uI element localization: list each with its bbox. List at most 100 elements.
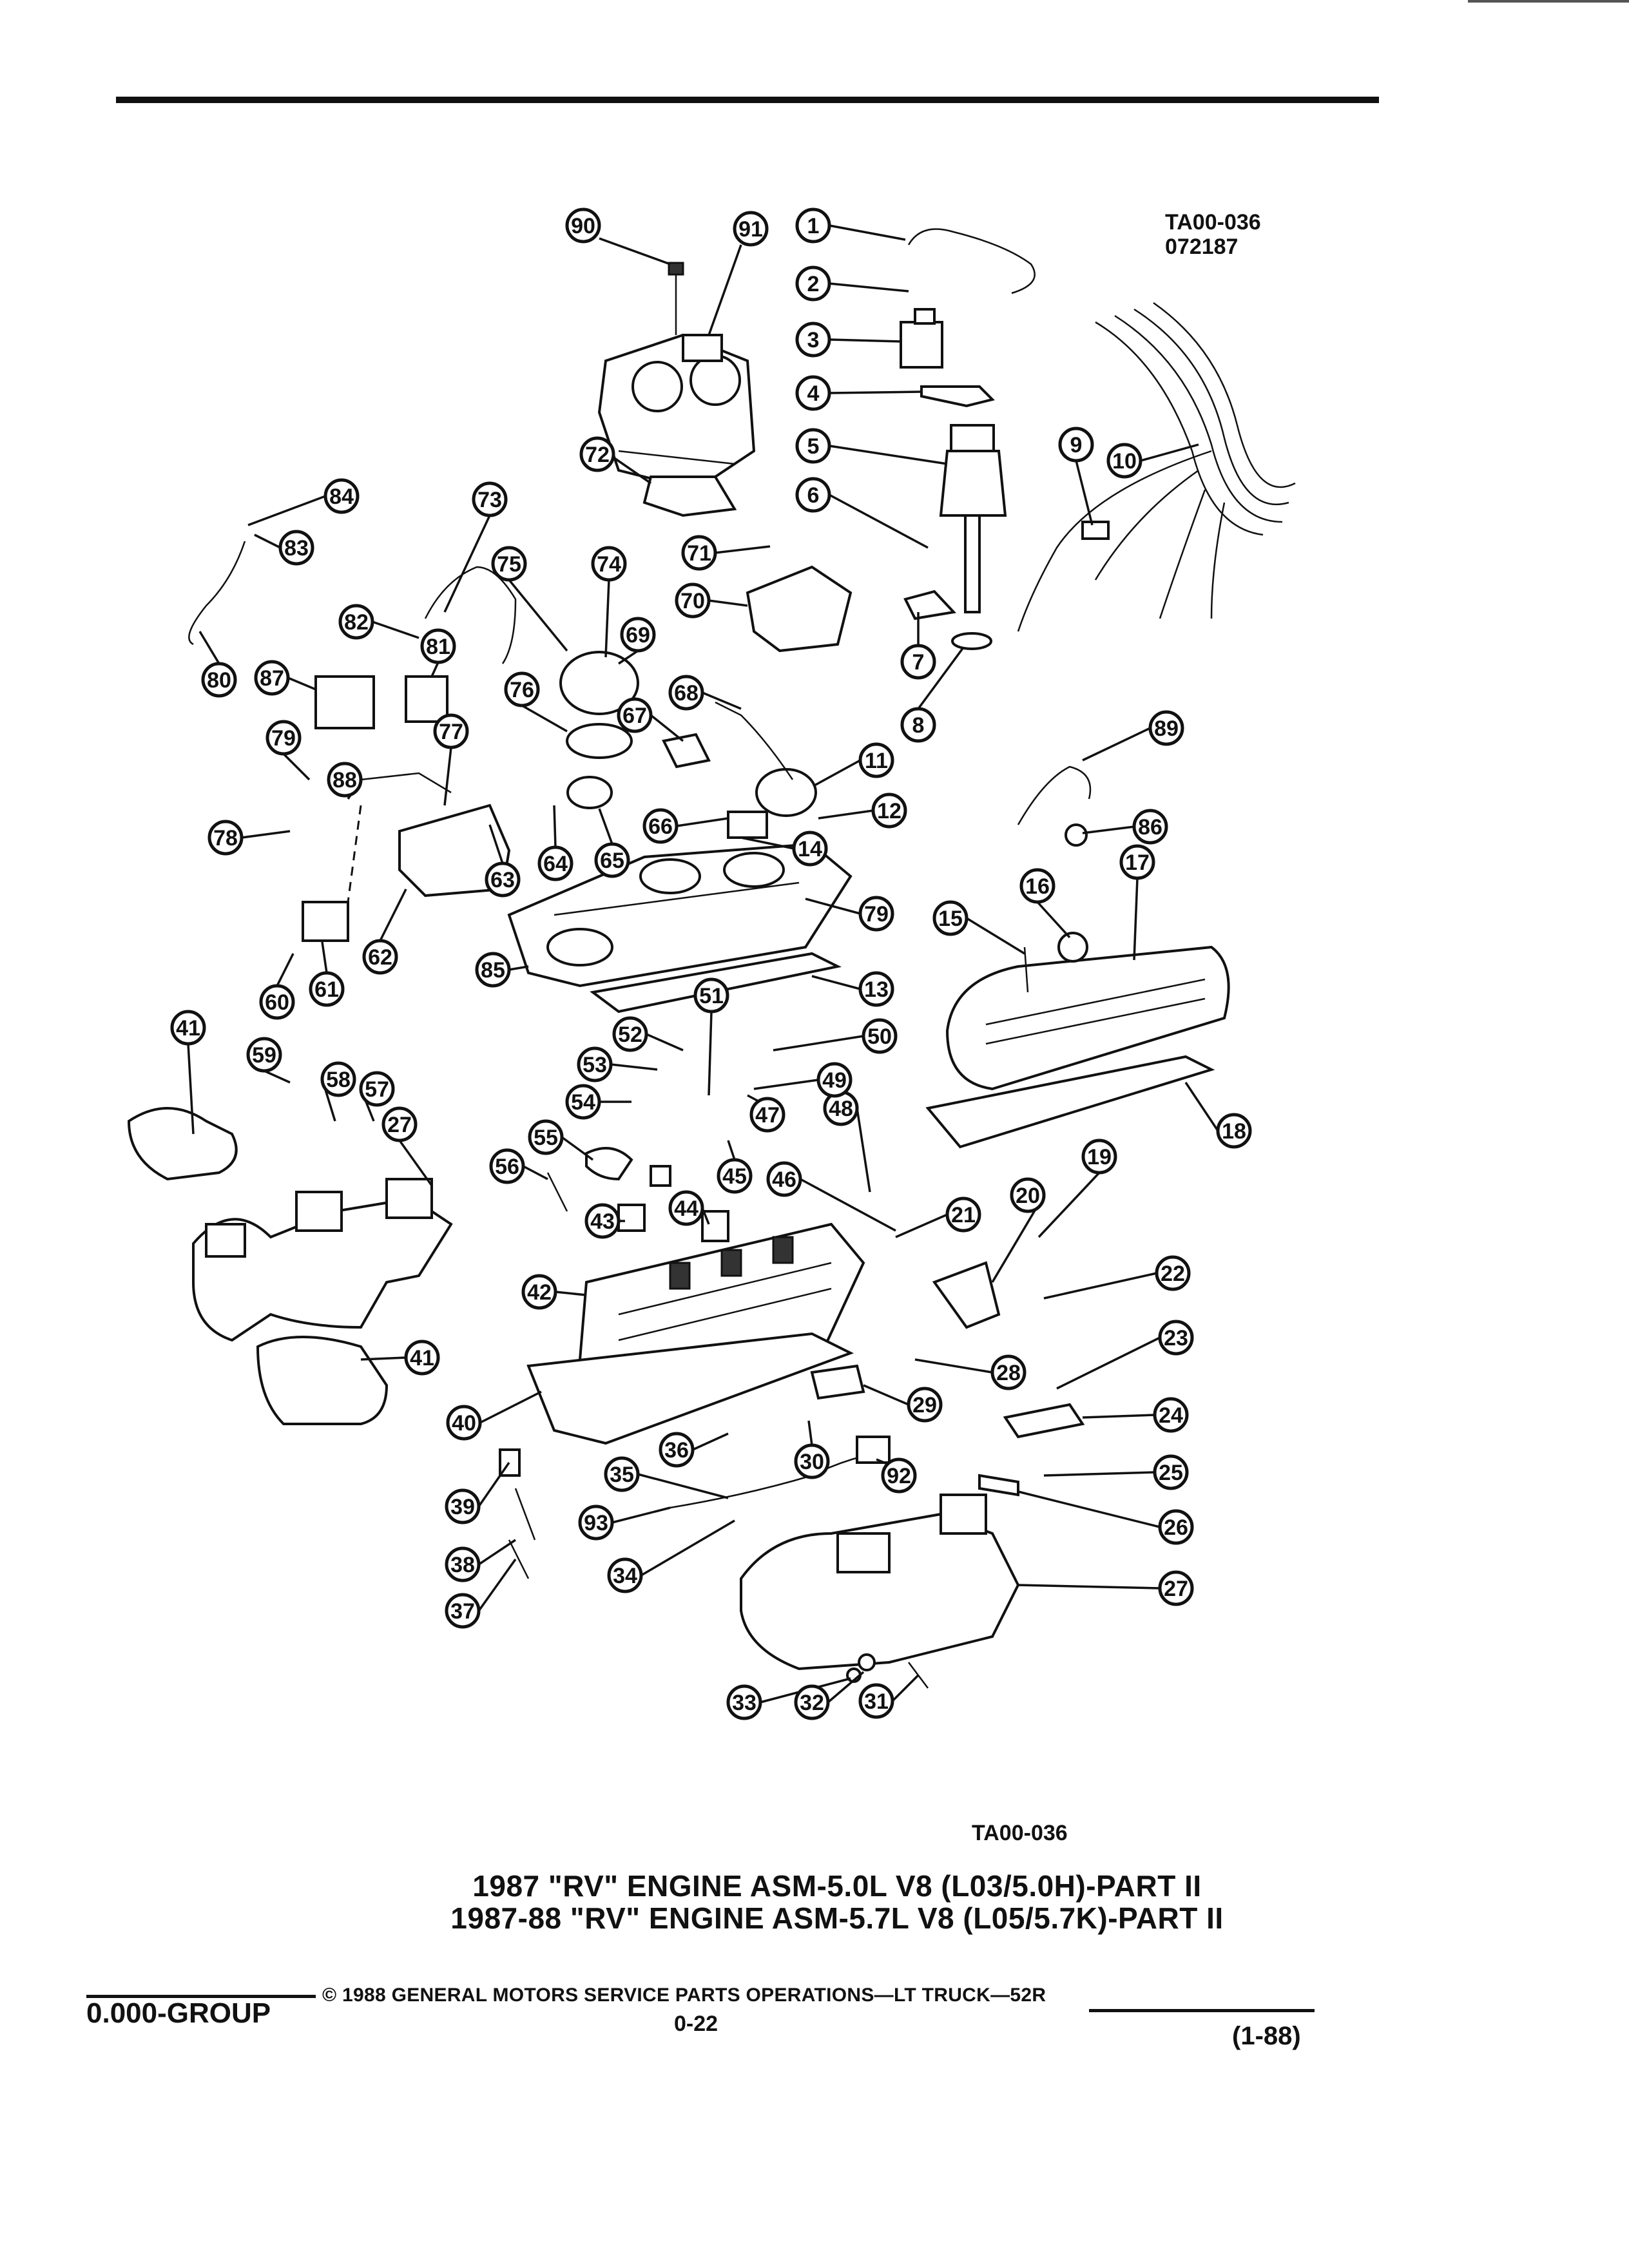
callout-number: 19 [1087, 1145, 1112, 1169]
callout-number: 2 [807, 272, 820, 296]
callout-number: 24 [1159, 1403, 1183, 1428]
callout-circle [858, 742, 894, 778]
intake-manifold-part [507, 842, 853, 988]
callout-34: 34 [607, 1557, 643, 1593]
callout-42: 42 [521, 1274, 557, 1310]
callout-number: 32 [800, 1691, 824, 1715]
callout-number: 20 [1016, 1184, 1040, 1208]
callout-number: 81 [426, 635, 450, 659]
distributor-gasket-part [951, 632, 992, 650]
callout-number: 11 [865, 749, 888, 773]
callout-number: 3 [807, 328, 820, 352]
callout-67: 67 [617, 697, 653, 733]
bracket-66-part [727, 811, 768, 839]
callout-62: 62 [362, 939, 398, 975]
callout-number: 72 [585, 443, 610, 467]
exhaust-manifold-right-part [740, 1494, 1020, 1671]
callout-91: 91 [733, 211, 769, 247]
callout-number: 44 [674, 1196, 699, 1221]
callout-23: 23 [1158, 1320, 1194, 1356]
callout-circle [1081, 1139, 1117, 1175]
callout-circle [607, 1557, 643, 1593]
callout-circle [795, 477, 831, 513]
callout-3: 3 [795, 322, 831, 358]
callout-18: 18 [1216, 1113, 1252, 1149]
callout-circle [323, 478, 360, 514]
callout-circle [794, 1684, 830, 1720]
callout-circle [766, 1161, 802, 1197]
callout-31: 31 [858, 1683, 894, 1719]
callout-circle [446, 1405, 482, 1441]
callout-number: 41 [176, 1016, 200, 1041]
callout-52: 52 [612, 1016, 648, 1052]
callout-number: 38 [450, 1553, 475, 1577]
grommet-part [1057, 932, 1088, 963]
callout-circle [170, 1010, 206, 1046]
callout-number: 49 [822, 1068, 847, 1093]
callout-82: 82 [338, 604, 374, 640]
callout-16: 16 [1019, 868, 1055, 904]
callout-number: 37 [450, 1599, 475, 1624]
wire-holder-part [1081, 521, 1110, 540]
callout-number: 77 [439, 720, 463, 744]
drawing-date: 072187 [1165, 235, 1239, 259]
callout-circle [207, 820, 244, 856]
callout-circle [604, 1456, 640, 1492]
callout-circle [320, 1061, 356, 1097]
callout-92: 92 [881, 1457, 917, 1494]
callout-89: 89 [1148, 710, 1184, 746]
bolt-90-part [668, 262, 684, 335]
caption-line-2: 1987-88 "RV" ENGINE ASM-5.7L V8 (L05/5.7… [450, 1901, 1224, 1935]
callout-83: 83 [278, 530, 314, 566]
callout-circle [693, 977, 729, 1014]
callout-circle [871, 793, 907, 829]
callout-circle [591, 546, 627, 582]
callout-circle [642, 808, 679, 844]
throttle-body-part [597, 333, 756, 492]
callout-24: 24 [1153, 1397, 1189, 1433]
callout-circle [265, 720, 302, 756]
footer-rule-right [1089, 2009, 1315, 2012]
callout-11: 11 [858, 742, 894, 778]
pushrod-part [546, 1172, 568, 1212]
callout-circle [1132, 809, 1168, 845]
callout-number: 8 [912, 713, 925, 738]
callout-number: 66 [648, 814, 673, 839]
callout-circle [565, 207, 601, 244]
callout-number: 79 [271, 726, 296, 751]
callout-number: 15 [938, 907, 963, 931]
callout-circle [794, 1443, 830, 1479]
callout-circle [445, 1593, 481, 1629]
callout-circle [792, 831, 828, 867]
footer-rule-left [86, 1995, 316, 1998]
callout-73: 73 [472, 481, 508, 517]
callout-47: 47 [749, 1097, 786, 1133]
callout-63: 63 [485, 861, 521, 898]
callout-number: 69 [626, 623, 650, 648]
callout-circle [327, 762, 363, 798]
callout-circle [1158, 1320, 1194, 1356]
callout-72: 72 [579, 436, 615, 472]
footer-revision: (1-88) [1232, 2022, 1301, 2050]
callout-38: 38 [445, 1546, 481, 1582]
callout-90: 90 [565, 207, 601, 244]
callout-number: 42 [527, 1280, 552, 1305]
footer-copyright: © 1988 GENERAL MOTORS SERVICE PARTS OPER… [322, 1984, 1046, 2006]
callout-17: 17 [1119, 844, 1155, 880]
callout-number: 30 [800, 1450, 824, 1474]
callout-number: 71 [687, 541, 711, 566]
callout-number: 55 [534, 1126, 558, 1150]
callout-circle [201, 662, 237, 698]
exhaust-manifold-left-part [192, 1178, 453, 1342]
control-module-part [314, 675, 375, 729]
callout-number: 17 [1125, 850, 1150, 875]
callout-circle [668, 675, 704, 711]
callout-circle [881, 1457, 917, 1494]
callout-number: 6 [807, 483, 820, 508]
callout-number: 62 [368, 945, 392, 970]
callout-68: 68 [668, 675, 704, 711]
callout-number: 65 [600, 849, 624, 873]
callout-19: 19 [1081, 1139, 1117, 1175]
callout-number: 4 [807, 381, 820, 406]
